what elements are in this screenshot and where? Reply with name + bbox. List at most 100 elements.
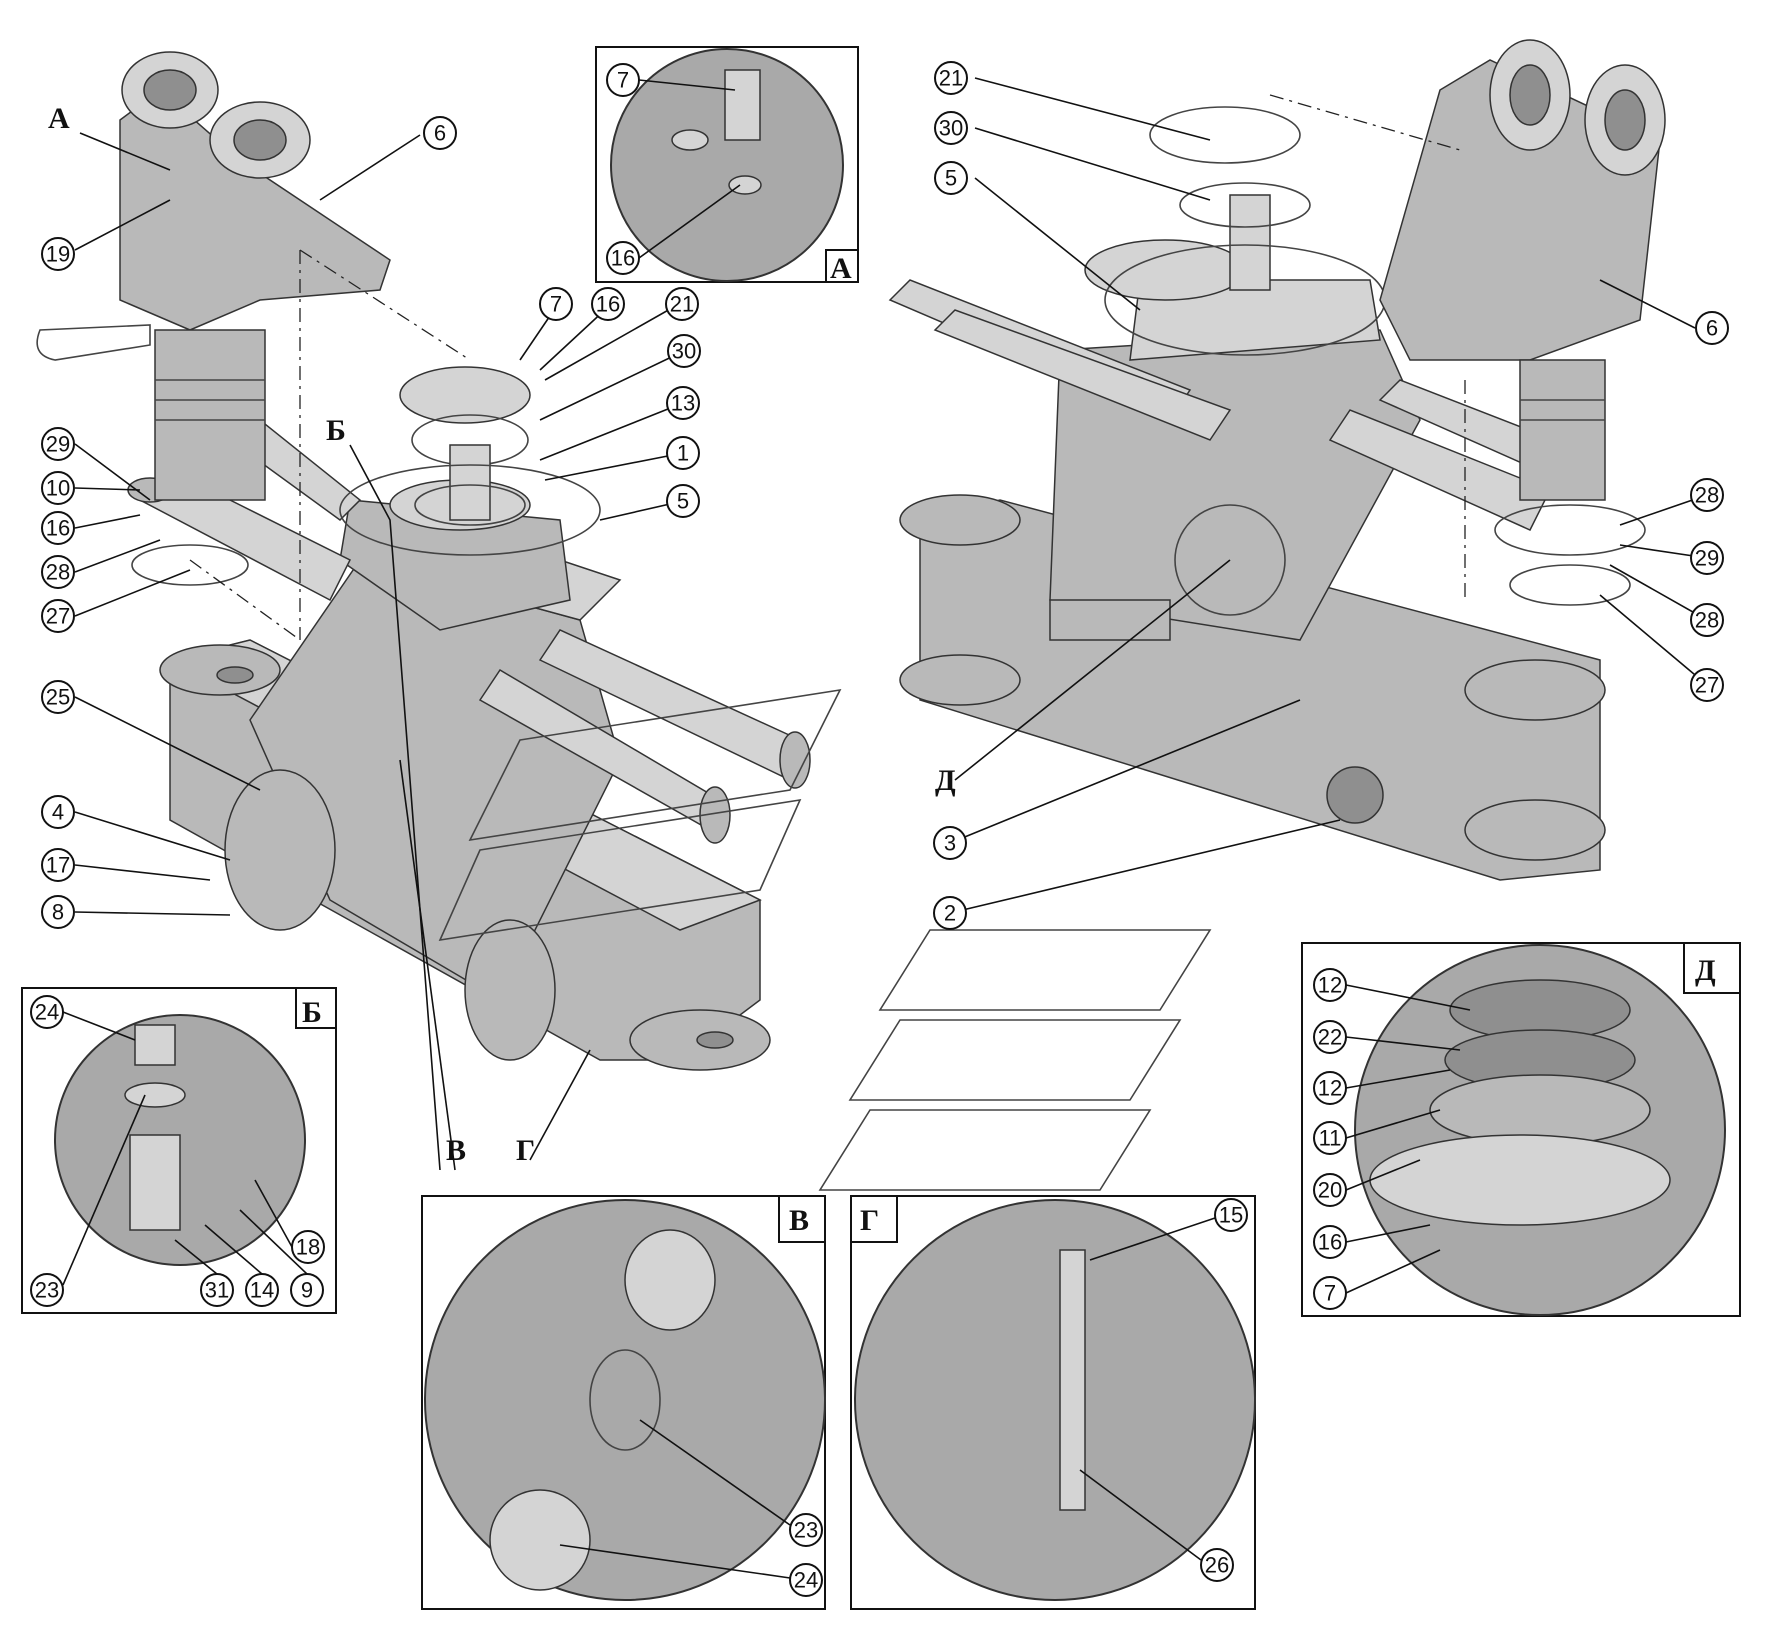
callout-label: 30	[672, 339, 696, 364]
callout-label: 21	[939, 66, 963, 91]
callout-label: 23	[794, 1518, 818, 1543]
flange-D	[1369, 1134, 1671, 1226]
lead-D12	[1345, 984, 1471, 1011]
left-front-flange	[464, 919, 556, 1061]
left-sleeve	[449, 444, 491, 521]
callout: 31	[200, 1273, 234, 1307]
logo-stripe-2	[438, 798, 802, 942]
callout: 5	[934, 161, 968, 195]
callout: 10	[41, 471, 75, 505]
callout-label: 3	[944, 831, 956, 856]
lead-D12b	[1345, 1069, 1451, 1089]
fork-body	[119, 89, 391, 331]
fork-eye-1-hole	[143, 69, 197, 111]
callouts-detail-D: 12 22 12 11 20 16 7	[1313, 968, 1471, 1310]
callout: 28	[41, 555, 75, 589]
right-shaft-2	[933, 309, 1232, 441]
callout-label: 5	[945, 166, 957, 191]
boss-B	[129, 1134, 181, 1231]
lead-B31	[174, 1239, 218, 1275]
callout: 12	[1313, 968, 1347, 1002]
right-ear-1	[899, 494, 1021, 546]
callout: 1	[666, 436, 700, 470]
plug-V	[489, 1489, 591, 1591]
lead-1	[544, 452, 684, 481]
letter-G-main: Г	[516, 1134, 535, 1167]
callout-label: 27	[46, 604, 70, 629]
callout: 7	[1313, 1276, 1347, 1310]
callout: 4	[41, 795, 75, 829]
callout-label: 20	[1318, 1178, 1342, 1203]
boss-V	[624, 1229, 716, 1331]
callout-label: 31	[205, 1278, 229, 1303]
callout: 20	[1313, 1173, 1347, 1207]
letter-B-detail: Б	[302, 996, 322, 1029]
callout-label: 14	[250, 1278, 274, 1303]
lead-V24	[559, 1544, 791, 1579]
lead-r21	[974, 77, 1211, 141]
callout-label: 6	[434, 121, 446, 146]
callout: 27	[41, 599, 75, 633]
callout-label: 18	[296, 1235, 320, 1260]
lead-r30	[974, 127, 1211, 201]
lead-25	[74, 696, 261, 791]
callout-label: 6	[1706, 316, 1718, 341]
right-fork-eye-2-hole	[1604, 89, 1646, 151]
callout-label: 7	[617, 68, 629, 93]
right-ear-2	[899, 654, 1021, 706]
left-side-flange	[224, 769, 336, 931]
callout: 7	[606, 63, 640, 97]
detail-B-letter-box	[295, 987, 337, 1029]
right-gasket	[1179, 182, 1311, 228]
callout: 25	[41, 680, 75, 714]
right-ear-4	[1464, 799, 1606, 861]
letter-A-main: А	[48, 102, 70, 135]
callout-label: 2	[944, 901, 956, 926]
callout-label: 25	[46, 685, 70, 710]
callout-label: 9	[301, 1278, 313, 1303]
callout: 2	[933, 896, 967, 930]
callout: 5	[666, 484, 700, 518]
callout-label: 12	[1318, 973, 1342, 998]
lead-D22	[1345, 1036, 1461, 1051]
callouts-right: 21 30 5 6 28 29 28 27 3 2	[933, 61, 1729, 930]
lead-r3	[949, 699, 1301, 844]
callout-label: 12	[1318, 1076, 1342, 1101]
lead-8	[74, 911, 231, 916]
letter-D-main: Д	[935, 764, 956, 797]
plug-B	[134, 1024, 176, 1066]
axis-r1	[1269, 94, 1461, 151]
callout-label: 5	[677, 489, 689, 514]
detail-D-marker	[1174, 504, 1286, 616]
lead-A	[79, 132, 171, 171]
lead-B9	[239, 1209, 308, 1275]
lead-27	[74, 569, 191, 617]
right-top-cover	[1084, 239, 1246, 301]
callout-label: 16	[596, 292, 620, 317]
spline-lines	[155, 379, 265, 421]
callout-label: 16	[611, 246, 635, 271]
spline-shaft	[154, 329, 266, 501]
lead-G26	[1079, 1469, 1202, 1561]
detail-G-letter-box	[850, 1195, 898, 1243]
logo-stripe-3	[878, 929, 1212, 1011]
callout: 24	[30, 995, 64, 1029]
detail-V-letter-box	[778, 1195, 826, 1243]
callout-label: 16	[46, 516, 70, 541]
axis-2	[299, 249, 471, 361]
callout-label: 21	[670, 292, 694, 317]
left-seal-ring	[414, 484, 526, 526]
callout-label: 26	[1205, 1553, 1229, 1578]
logo-stripe-1	[468, 688, 842, 842]
lead-r28b	[1609, 564, 1708, 621]
lead-D16	[1345, 1224, 1431, 1243]
detail-D-frame	[1301, 942, 1741, 1317]
callouts-detail-V: 23 24	[559, 1419, 823, 1597]
lead-13	[539, 402, 684, 461]
callout-label: 16	[1318, 1230, 1342, 1255]
logo-stripe-4	[848, 1019, 1182, 1101]
callout: 16	[41, 511, 75, 545]
callout: 24	[789, 1563, 823, 1597]
left-assembly	[36, 51, 811, 1071]
